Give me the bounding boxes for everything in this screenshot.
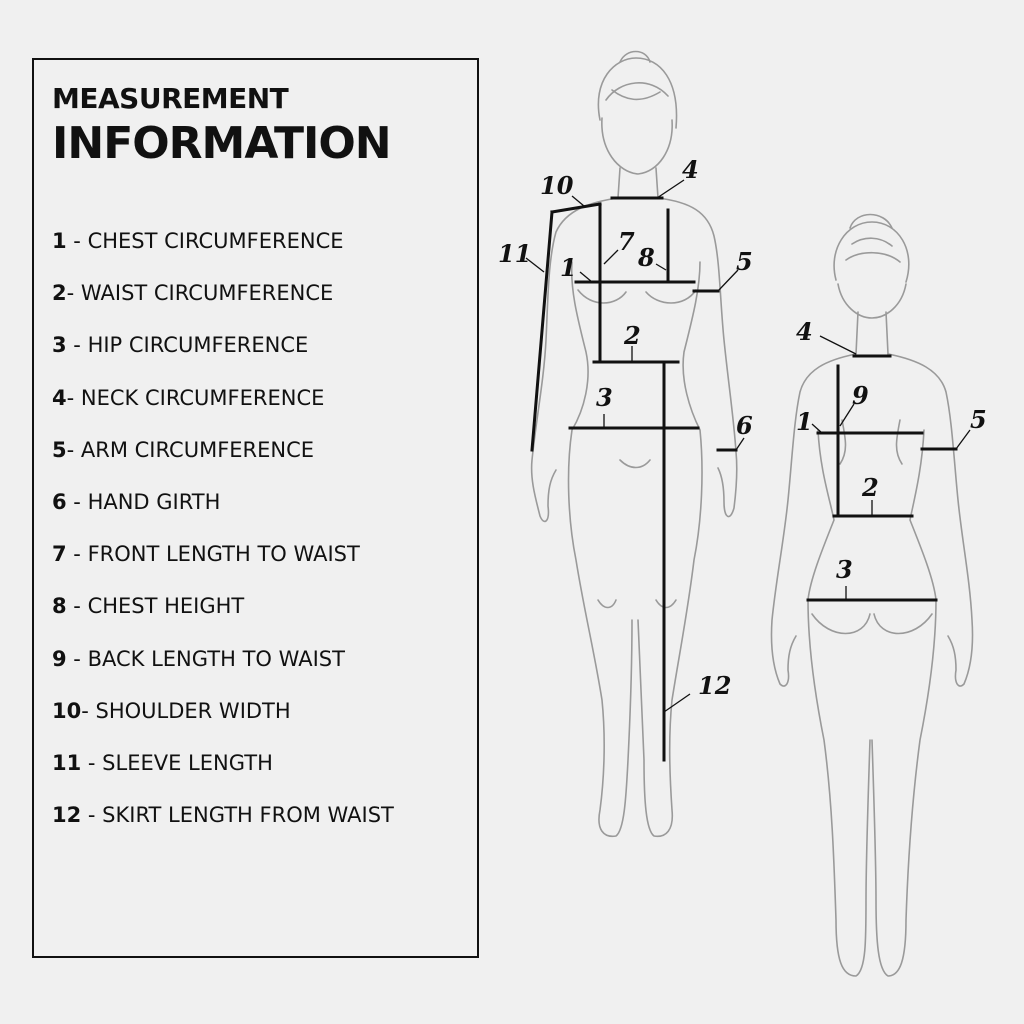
list-item: 6 - HAND GIRTH [52, 489, 221, 514]
back-measure-lines [806, 354, 958, 602]
front-measure-lines [530, 196, 738, 762]
list-item: 7 - FRONT LENGTH TO WAIST [52, 542, 360, 567]
back-label-4: 4 [796, 317, 813, 346]
list-item: 5- ARM CIRCUMFERENCE [52, 437, 315, 462]
list-item: 2- WAIST CIRCUMFERENCE [52, 281, 334, 306]
back-label-5: 5 [970, 405, 987, 434]
list-item: 3 - HIP CIRCUMFERENCE [52, 333, 309, 358]
list-item: 9 - BACK LENGTH TO WAIST [52, 646, 345, 671]
front-label-3: 3 [596, 383, 613, 412]
front-label-6: 6 [736, 411, 753, 440]
list-item: 4- NECK CIRCUMFERENCE [52, 385, 325, 410]
measurement-list: 1 - CHEST CIRCUMFERENCE 2- WAIST CIRCUMF… [52, 226, 394, 852]
front-labels: 10 4 11 7 1 8 5 2 3 6 12 [498, 155, 753, 700]
front-label-5: 5 [736, 247, 753, 276]
list-item: 12 - SKIRT LENGTH FROM WAIST [52, 803, 394, 828]
front-figure [530, 50, 738, 838]
back-labels: 4 9 1 5 2 3 [796, 317, 987, 584]
back-label-3: 3 [836, 555, 853, 584]
back-figure [770, 213, 974, 977]
front-label-12: 12 [698, 671, 731, 700]
back-label-9: 9 [852, 381, 869, 410]
list-item: 11 - SLEEVE LENGTH [52, 750, 273, 775]
back-label-2: 2 [861, 473, 879, 502]
front-label-1: 1 [560, 253, 577, 282]
list-item: 1 - CHEST CIRCUMFERENCE [52, 229, 344, 253]
front-label-7: 7 [618, 227, 635, 256]
title-line-1: MEASUREMENT [52, 82, 289, 115]
list-item: 10- SHOULDER WIDTH [52, 698, 291, 723]
back-leader-lines [811, 335, 971, 600]
front-label-2: 2 [623, 321, 641, 350]
front-label-11: 11 [498, 239, 531, 268]
front-label-4: 4 [682, 155, 699, 184]
list-item: 8 - CHEST HEIGHT [52, 594, 245, 619]
legend-panel [32, 58, 479, 958]
front-label-10: 10 [540, 171, 574, 200]
front-label-8: 8 [637, 243, 655, 272]
back-label-1: 1 [796, 407, 813, 436]
body-diagram: 10 4 11 7 1 8 5 2 3 6 12 [498, 50, 987, 977]
front-leader-lines [525, 179, 745, 713]
title-line-2: INFORMATION [52, 118, 392, 169]
